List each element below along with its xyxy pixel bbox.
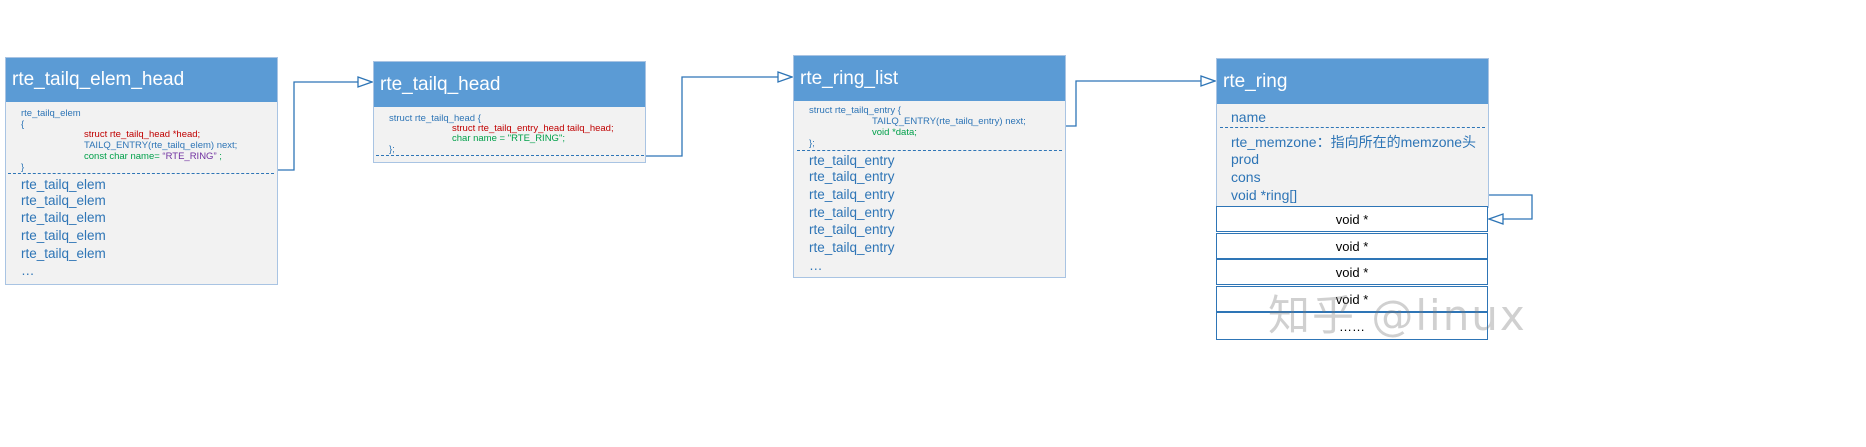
elem-head-code-line-2: {: [21, 119, 25, 130]
ring-slot-4: void *: [1216, 286, 1488, 312]
ring-field-memzone: rte_memzone：指向所在的memzone头: [1231, 134, 1477, 150]
rte-tailq-head-title: rte_tailq_head: [374, 62, 645, 107]
ring-list-item-ellipsis: …: [809, 258, 823, 273]
ring-field-prod: prod: [1231, 151, 1260, 167]
arrow-ring-array-to-first-cell: [1485, 194, 1533, 219]
elem-head-code-line-5: const char name= “RTE_RING” ;: [84, 150, 222, 163]
ring-field-name: name: [1231, 109, 1267, 125]
tailq-head-code-line-4: };: [389, 144, 395, 155]
rte-ring-list-title: rte_ring_list: [794, 56, 1065, 101]
rte-tailq-head-box: rte_tailq_head: [373, 61, 646, 163]
ring-list-item-2: rte_tailq_entry: [809, 169, 895, 184]
elem-head-item-5: rte_tailq_elem: [21, 246, 106, 261]
rte-ring-list-box: rte_ring_list: [793, 55, 1066, 278]
ring-list-item-4: rte_tailq_entry: [809, 205, 895, 220]
elem-head-code-line-1: rte_tailq_elem: [21, 108, 81, 119]
elem-head-code-line-4: TAILQ_ENTRY(rte_tailq_elem) next;: [84, 140, 238, 151]
elem-head-item-2: rte_tailq_elem: [21, 193, 106, 208]
tailq-head-code-line-2: struct rte_tailq_entry_head tailq_head;: [452, 123, 614, 134]
ring-slot-3: void *: [1216, 259, 1488, 285]
ring-list-item-3: rte_tailq_entry: [809, 187, 895, 202]
tailq-head-divider: [376, 155, 644, 156]
ring-slot-2: void *: [1216, 233, 1488, 259]
tailq-head-code-line-3: char name = "RTE_RING";: [452, 133, 565, 144]
rte-tailq-elem-head-title: rte_tailq_elem_head: [6, 58, 277, 102]
arrow-tailq-head-to-ring-list: [646, 77, 792, 157]
ring-divider: [1220, 127, 1485, 128]
elem-head-code-line-6: }: [21, 162, 25, 173]
ring-list-item-6: rte_tailq_entry: [809, 240, 895, 255]
ring-slot-1: void *: [1216, 206, 1488, 232]
ring-field-array: void *ring[]: [1231, 187, 1298, 203]
rte-ring-title: rte_ring: [1217, 59, 1488, 104]
ring-list-code-line-1: struct rte_tailq_entry {: [809, 105, 901, 116]
tailq-head-code-line-1: struct rte_tailq_head {: [389, 113, 481, 124]
arrow-ring-list-to-ring: [1062, 81, 1215, 127]
ring-list-item-1: rte_tailq_entry: [809, 153, 895, 168]
elem-head-item-4: rte_tailq_elem: [21, 228, 106, 243]
ring-field-cons: cons: [1231, 169, 1261, 185]
elem-head-code-line-5-prefix: const char name=: [84, 151, 163, 162]
ring-list-code-line-2: TAILQ_ENTRY(rte_tailq_entry) next;: [872, 116, 1026, 127]
arrow-elem-head-to-tailq-head: [277, 82, 372, 171]
elem-head-code-line-3: struct rte_tailq_head *head;: [84, 129, 201, 140]
ring-list-item-5: rte_tailq_entry: [809, 222, 895, 237]
ring-list-code-line-3: void *data;: [872, 127, 917, 138]
ring-list-code-line-4: };: [809, 138, 815, 149]
ring-list-divider: [797, 150, 1062, 151]
elem-head-code-line-5-suffix: ;: [216, 151, 222, 162]
rte-ring-box: rte_ring: [1216, 58, 1489, 208]
elem-head-item-1: rte_tailq_elem: [21, 177, 106, 192]
elem-head-divider: [8, 173, 274, 174]
rte-tailq-elem-head-box: rte_tailq_elem_head: [5, 57, 278, 285]
watermark-text: 知乎 @linux: [1268, 291, 1527, 340]
elem-head-item-3: rte_tailq_elem: [21, 210, 106, 225]
elem-head-item-ellipsis: …: [21, 263, 35, 278]
ring-slot-ellipsis: ……: [1216, 312, 1488, 340]
elem-head-code-line-5-value: “RTE_RING”: [162, 151, 217, 162]
